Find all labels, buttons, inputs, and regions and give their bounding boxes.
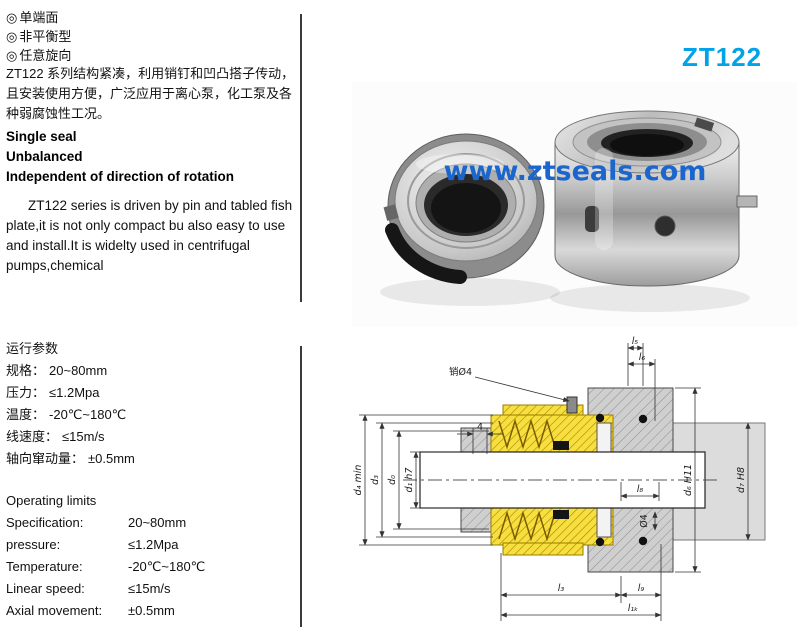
technical-drawing: l₅ l₆ 销Ø4 4 l₈ Ø4 d₄ min d₃ d₀ d₁ h7 d₆ … [353,336,766,621]
param-row: Axial movement: ±0.5mm [6,600,205,622]
dim-pin-label: 销Ø4 [449,366,472,378]
param-label: pressure: [6,537,61,552]
dim-d6: d₆ H11 [683,464,694,496]
spring-lower [498,510,556,542]
param-value: ≤1.2Mpa [128,537,179,552]
param-row: 线速度：≤15m/s [6,426,135,448]
bullet-icon: ◎ [6,29,18,44]
dim-d4: d₄ min [353,465,364,496]
operating-limits-en: Operating limits Specification: 20~80mm p… [6,490,205,622]
param-row: 规格：20~80mm [6,360,135,382]
divider-top [300,14,302,302]
operating-params-cn: 运行参数 规格：20~80mm 压力：≤1.2Mpa 温度：-20℃~180℃ … [6,338,135,470]
o-ring [595,413,605,423]
param-value: ±0.5mm [128,603,175,618]
bullet-text: 任意旋向 [19,48,72,63]
shaft-o-ring-lower [553,510,569,519]
param-value: -20℃~180℃ [128,559,206,574]
param-label: 轴向窜动量： [6,451,85,466]
param-row: 温度：-20℃~180℃ [6,404,135,426]
param-value: ≤1.2Mpa [49,385,100,400]
rim-slot [694,117,715,132]
param-row: Temperature: -20℃~180℃ [6,556,205,578]
bullet-cn-1: ◎单端面 [6,8,71,27]
feature-en-3: Independent of direction of rotation [6,169,234,184]
description-en: ZT122 series is driven by pin and tabled… [6,198,293,273]
seal-retainer-lower [502,542,584,556]
watermark-text: www.ztseals.com [444,156,707,187]
param-label: 规格： [6,363,46,378]
pin [566,396,578,414]
product-photo: www.ztseals.com [352,82,797,327]
dim-phi4: Ø4 [639,514,650,528]
dim-l6: l₆ [639,352,646,363]
dim-l8: l₈ [637,484,644,495]
divider-bottom [300,346,302,627]
params-cn-title: 运行参数 [6,341,59,356]
bullet-icon: ◎ [6,48,18,63]
seal-rotary-part [383,133,545,284]
bullet-text: 非平衡型 [19,29,72,44]
param-row: Linear speed: ≤15m/s [6,578,205,600]
dim-d1: d₁ h7 [404,468,415,493]
feature-en-1: Single seal [6,129,77,144]
param-label: 线速度： [6,429,59,444]
dim-d3: d₃ [370,475,381,485]
param-row: 压力：≤1.2Mpa [6,382,135,404]
set-screw-hole [654,215,676,237]
description-cn: ZT122 系列结构紧凑，利用销钉和凹凸搭子传动，且安装使用方便，广泛应用于离心… [6,66,295,121]
o-ring [638,414,648,424]
feature-en-2: Unbalanced [6,149,83,164]
stationary-ring-upper [596,422,612,453]
rubber-bellows [385,223,467,284]
feature-list-en: Single seal Unbalanced Independent of di… [6,127,234,187]
drive-collar-lower [460,507,492,533]
param-value: ±0.5mm [88,451,135,466]
param-label: 压力： [6,385,46,400]
param-row: 轴向窜动量：±0.5mm [6,448,135,470]
page-title: ZT122 [682,42,763,72]
o-ring [595,537,605,547]
body-slot [585,206,599,232]
spring-upper [498,418,556,450]
param-value: ≤15m/s [62,429,105,444]
feature-bullets-cn: ◎单端面 ◎非平衡型 ◎任意旋向 [6,8,71,65]
dim-l3: l₃ [558,583,565,594]
dim-l5: l₅ [632,336,639,347]
param-label: 温度： [6,407,46,422]
bullet-icon: ◎ [6,10,18,25]
param-value: 20~80mm [128,515,187,530]
dim-l9: l₉ [638,583,645,594]
drive-collar-upper [460,427,492,453]
dim-l1k: l₁ₖ [628,603,639,614]
bullet-text: 单端面 [19,10,59,25]
param-row: Specification: 20~80mm [6,512,205,534]
bullet-cn-3: ◎任意旋向 [6,46,71,65]
param-label: Temperature: [6,559,83,574]
stationary-ring-lower [596,507,612,538]
dim-d7: d₇ H8 [736,467,747,493]
param-value: ≤15m/s [128,581,171,596]
params-en-title: Operating limits [6,493,97,508]
drive-pin [736,195,758,208]
param-value: 20~80mm [49,363,108,378]
seal-unit-lower [490,507,614,546]
seal-unit-upper [490,414,614,453]
param-label: Specification: [6,515,84,530]
param-label: Axial movement: [6,603,103,618]
dimension-lines [359,343,751,621]
dim-4: 4 [477,422,483,433]
o-ring [638,536,648,546]
dim-d0: d₀ [387,475,398,485]
seal-housing-part [554,110,758,287]
param-value: -20℃~180℃ [49,407,127,422]
param-label: Linear speed: [6,581,85,596]
bullet-cn-2: ◎非平衡型 [6,27,71,46]
shaft-o-ring-upper [553,441,569,450]
param-row: pressure: ≤1.2Mpa [6,534,205,556]
